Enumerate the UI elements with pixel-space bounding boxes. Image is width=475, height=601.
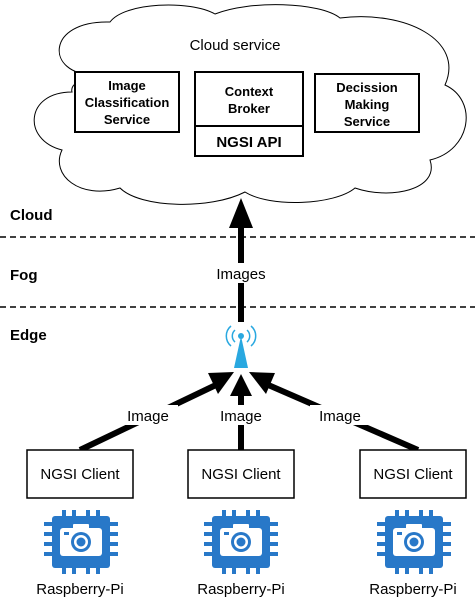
- ngsi-api-label: NGSI API: [216, 134, 281, 151]
- decision-line3: Service: [344, 114, 390, 129]
- images-arrow-head: [229, 198, 253, 228]
- device-label-left: Raspberry-Pi: [36, 581, 124, 598]
- ngsi-client-box-center: [187, 449, 295, 499]
- ngsi-client-box-left: [26, 449, 134, 499]
- decision-line2: Making: [345, 97, 390, 112]
- context-broker-line1: Context: [225, 84, 274, 99]
- center-image-arrow-head: [230, 374, 252, 396]
- layer-edge-label: Edge: [10, 327, 47, 344]
- decision-line1: Decission: [336, 80, 397, 95]
- ngsi-client-label-right: NGSI Client: [373, 466, 453, 483]
- image-service-line3: Service: [104, 112, 150, 127]
- cloud-title: Cloud service: [190, 37, 281, 54]
- layer-cloud-label: Cloud: [10, 207, 53, 224]
- ngsi-client-label-left: NGSI Client: [40, 466, 120, 483]
- antenna-icon: [225, 325, 257, 368]
- left-image-arrow-head: [208, 372, 234, 394]
- image-service-line1: Image: [108, 78, 146, 93]
- center-image-label: Image: [220, 408, 262, 425]
- left-image-label: Image: [127, 408, 169, 425]
- ngsi-client-box-right: [359, 449, 467, 499]
- context-broker-line2: Broker: [228, 101, 270, 116]
- right-image-label: Image: [319, 408, 361, 425]
- raspberry-pi-camera-icon-right: [377, 510, 451, 574]
- layer-fog-label: Fog: [10, 267, 38, 284]
- right-image-arrow-head: [249, 372, 275, 394]
- decision-making-box: [314, 73, 420, 133]
- device-label-center: Raspberry-Pi: [197, 581, 285, 598]
- images-arrow-label: Images: [216, 266, 265, 283]
- raspberry-pi-camera-icon-center: [204, 510, 278, 574]
- image-service-line2: Classification: [85, 95, 170, 110]
- image-classification-box: [74, 71, 180, 133]
- device-label-right: Raspberry-Pi: [369, 581, 457, 598]
- context-broker-box: [194, 71, 304, 157]
- ngsi-client-label-center: NGSI Client: [201, 466, 281, 483]
- raspberry-pi-camera-icon-left: [44, 510, 118, 574]
